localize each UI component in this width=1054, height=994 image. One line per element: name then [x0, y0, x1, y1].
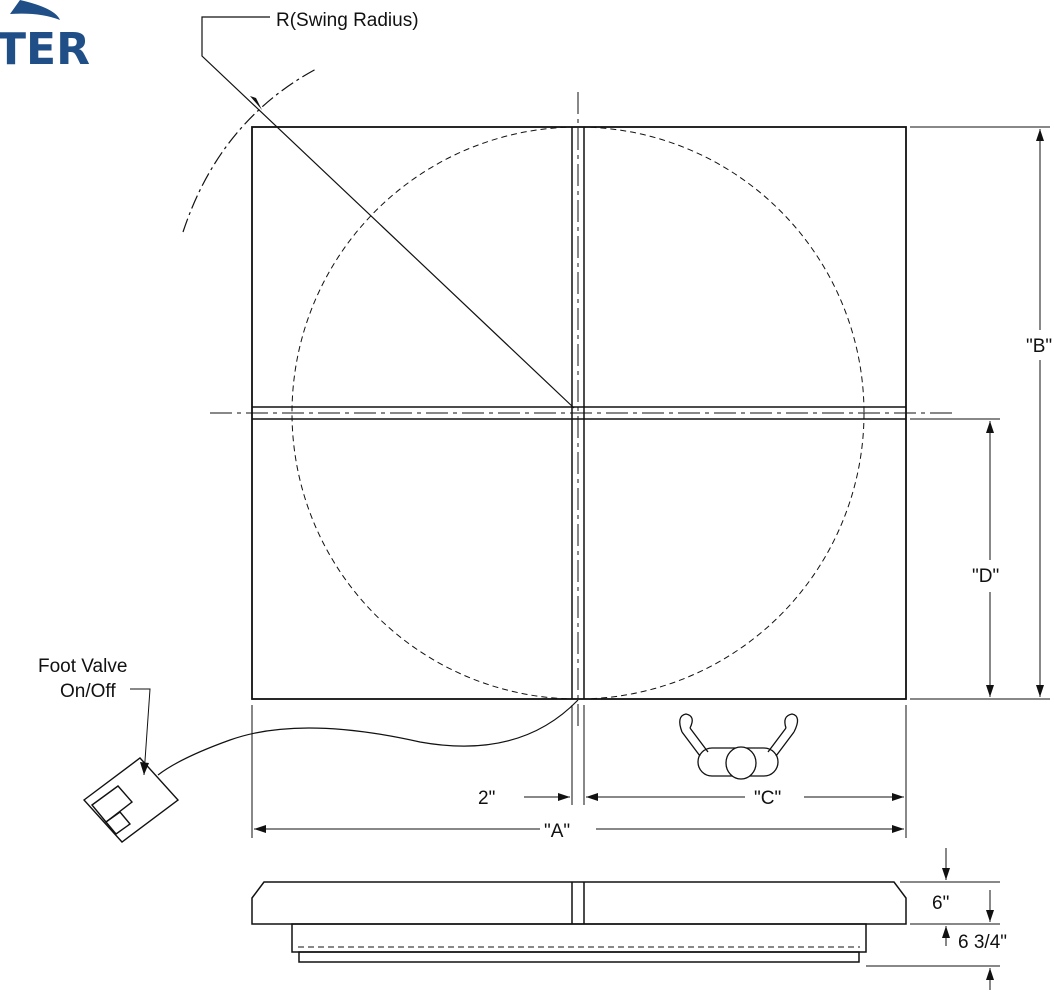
- foot-valve-leader: [130, 688, 151, 776]
- dim-base-height-label: 6 3/4": [958, 932, 1007, 953]
- side-elevation-view: [251, 881, 907, 963]
- dim-gap-label: 2": [478, 788, 495, 809]
- elevation-top-slab: [251, 881, 907, 925]
- dim-c-label: "C": [754, 788, 781, 809]
- elevation-base: [291, 923, 867, 953]
- logo-swoosh-icon: [10, 0, 60, 20]
- swing-radius-label: R(Swing Radius): [276, 10, 419, 31]
- foot-valve-icon: [82, 757, 180, 843]
- operator-figure-icon: [679, 713, 799, 780]
- swing-radius-leader: [201, 16, 575, 409]
- foot-valve-arrowhead-icon: [140, 762, 149, 775]
- dim-d-label: "D": [972, 566, 999, 587]
- elevation-footing: [298, 951, 860, 963]
- radius-arrowhead-icon: [250, 96, 262, 110]
- logo-text: TER: [0, 24, 90, 75]
- company-logo: TER: [0, 0, 90, 75]
- swing-radius-arc: [182, 67, 319, 233]
- foot-valve-label-line1: Foot Valve: [38, 656, 127, 677]
- foot-valve-label-line2: On/Off: [60, 681, 116, 702]
- foot-valve-cable: [157, 699, 579, 776]
- dim-a-label: "A": [544, 821, 570, 842]
- dim-top-height-label: 6": [932, 893, 949, 914]
- dim-b-label: "B": [1026, 336, 1052, 357]
